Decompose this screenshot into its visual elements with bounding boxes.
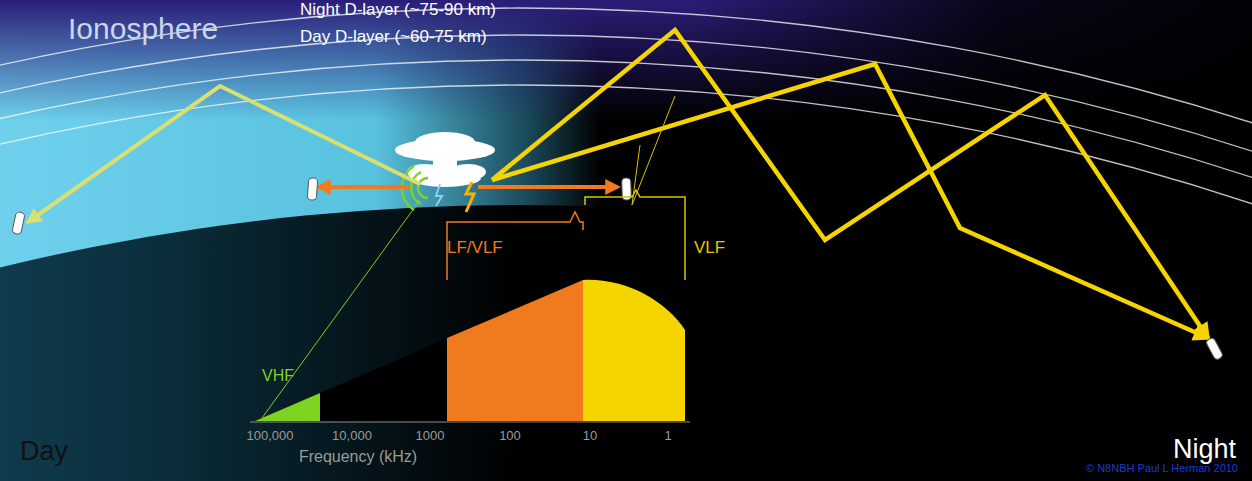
- axis-title: Frequency (kHz): [299, 448, 417, 466]
- band-label: VHF: [262, 367, 294, 385]
- tick-label: 10,000: [332, 429, 372, 444]
- time-label: Night: [1173, 434, 1236, 465]
- tick-label: 10: [583, 429, 597, 444]
- layer-label: Day D-layer (~60-75 km): [300, 27, 487, 47]
- copyright-note: © N8NBH Paul L Herman 2010: [1086, 462, 1238, 475]
- tick-label: 100: [499, 429, 521, 444]
- band-label: VLF: [694, 238, 725, 258]
- time-label: Day: [20, 436, 68, 467]
- band-label: LF/VLF: [447, 238, 503, 258]
- layer-title: Ionosphere: [68, 12, 218, 47]
- layer-label: Night D-layer (~75-90 km): [300, 0, 496, 20]
- tick-label: 1000: [416, 429, 445, 444]
- tick-label: 100,000: [247, 429, 294, 444]
- tick-label: 1: [664, 429, 671, 444]
